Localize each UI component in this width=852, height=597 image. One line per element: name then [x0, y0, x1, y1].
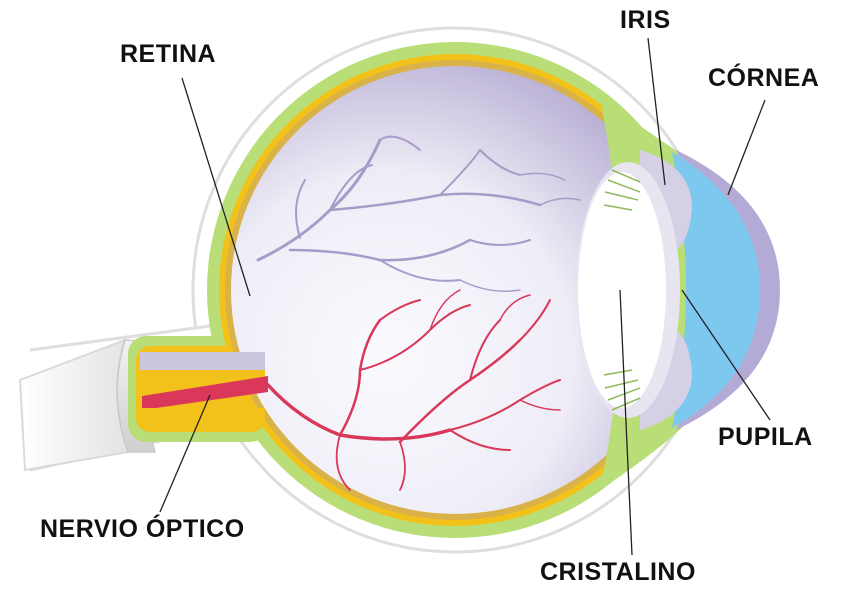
label-iris: IRIS — [620, 6, 671, 35]
label-nervio-optico: NERVIO ÓPTICO — [40, 515, 245, 544]
label-cornea: CÓRNEA — [708, 64, 819, 93]
lens-shape — [576, 162, 680, 418]
label-cristalino: CRISTALINO — [540, 558, 696, 587]
cornea-leader — [728, 100, 765, 195]
label-pupila: PUPILA — [718, 423, 813, 452]
label-retina: RETINA — [120, 40, 216, 69]
